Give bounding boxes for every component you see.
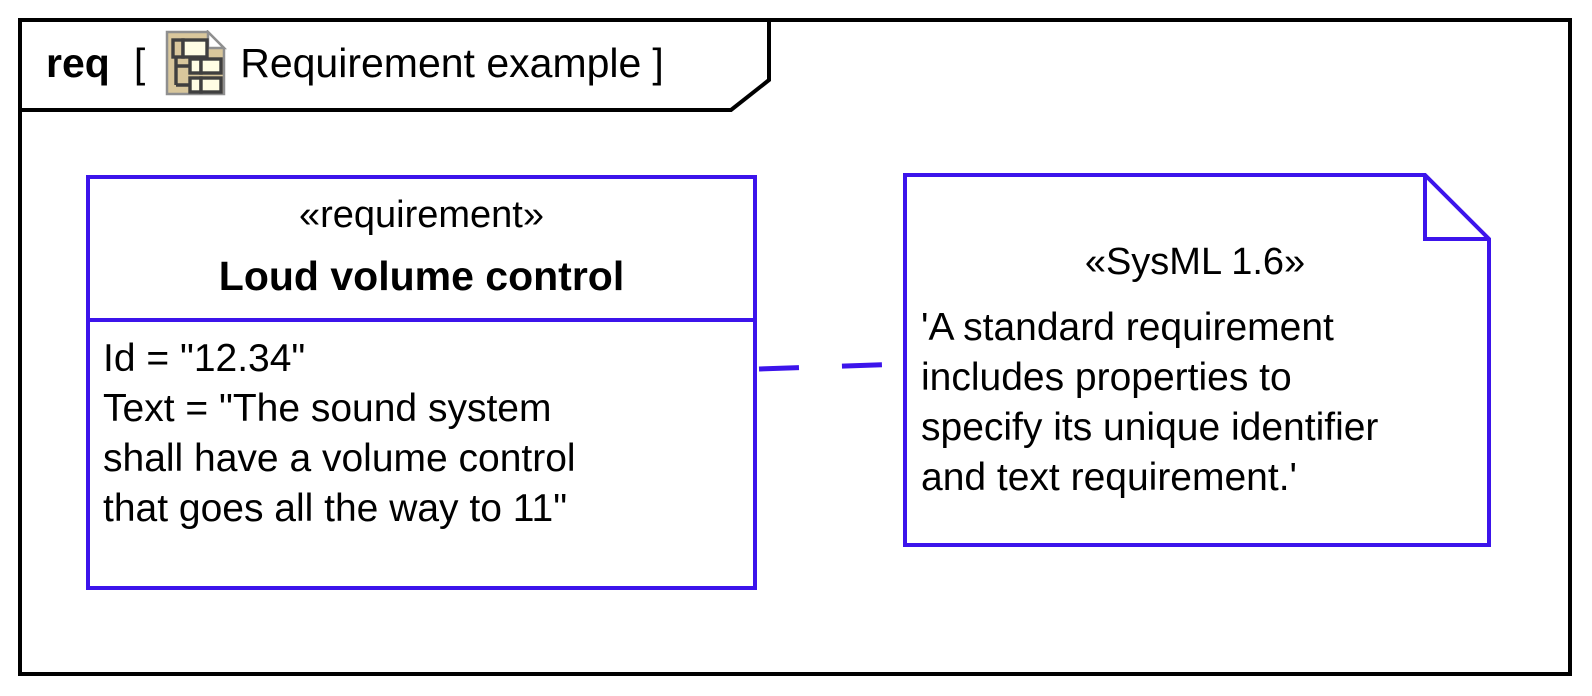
note-text-line: 'A standard requirement	[921, 306, 1334, 349]
diagram-frame-tab-label: req [ Requirement example ]	[18, 18, 766, 108]
note-fold	[1423, 175, 1489, 241]
requirement-header-compartment: «requirement» Loud volume control	[90, 179, 753, 322]
close-bracket: ]	[652, 39, 664, 86]
requirement-property-line: that goes all the way to 11"	[103, 487, 568, 530]
requirement-property-line: Id = "12.34"	[103, 337, 306, 380]
diagram-name: Requirement example	[240, 39, 642, 86]
requirement-name: Loud volume control	[218, 253, 625, 299]
open-bracket: [	[133, 39, 146, 86]
requirement-node[interactable]: «requirement» Loud volume control Id = "…	[86, 175, 757, 590]
requirement-property-line: shall have a volume control	[103, 437, 576, 480]
diagram-kind-keyword: req	[46, 39, 110, 86]
requirement-property-line: Text = "The sound system	[103, 387, 552, 430]
note-text-line: includes properties to	[921, 356, 1292, 399]
requirement-stereotype: «requirement»	[298, 194, 545, 236]
note-text: 'A standard requirement includes propert…	[921, 303, 1378, 503]
note-node[interactable]	[903, 173, 1493, 549]
note-text-line: and text requirement.'	[921, 456, 1297, 499]
note-anchor-connector[interactable]	[753, 358, 909, 374]
note-stereotype: «SysML 1.6»	[1084, 241, 1306, 283]
note-text-line: specify its unique identifier	[921, 406, 1379, 449]
requirement-diagram-icon	[165, 30, 228, 96]
requirement-properties-compartment: Id = "12.34" Text = "The sound system sh…	[90, 322, 753, 546]
